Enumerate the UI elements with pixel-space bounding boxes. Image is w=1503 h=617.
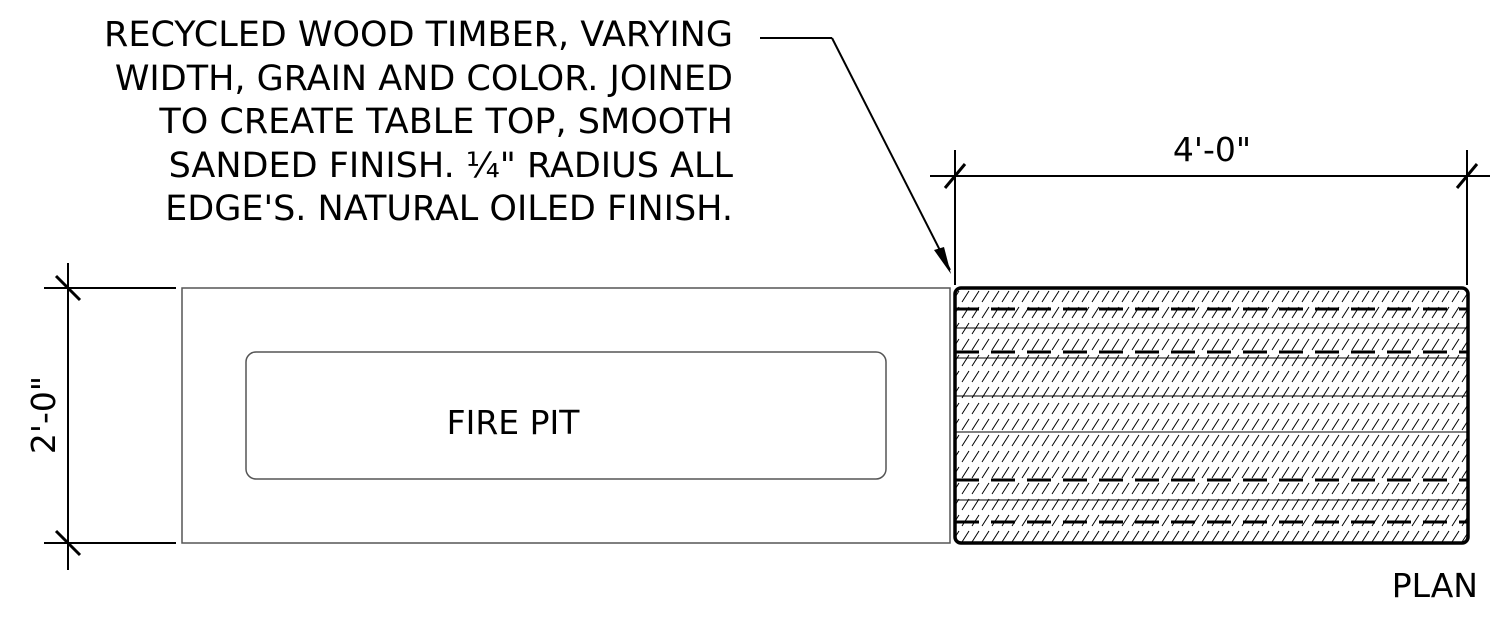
fire-pit-recess (245, 351, 887, 480)
fire-pit-base (181, 287, 951, 544)
width-tick-right (1455, 163, 1479, 189)
height-dimension-label: 2'-0" (24, 376, 63, 454)
height-dimension (44, 263, 176, 570)
callout-line: RECYCLED WOOD TIMBER, VARYING (104, 15, 733, 55)
callout-leader (760, 37, 951, 274)
leader-arrowhead (934, 247, 951, 274)
view-title: PLAN (1392, 566, 1478, 605)
callout-line: SANDED FINISH. ¼" RADIUS ALL (168, 145, 733, 186)
timber-table-top (953, 286, 1470, 545)
timber-hatch (955, 288, 1468, 543)
width-dimension (930, 150, 1490, 285)
callout-line: EDGE'S. NATURAL OILED FINISH. (165, 189, 733, 229)
callout-line: WIDTH, GRAIN AND COLOR. JOINED (114, 58, 733, 99)
material-callout-note: RECYCLED WOOD TIMBER, VARYING WIDTH, GRA… (104, 14, 733, 232)
height-tick-bottom (54, 529, 82, 557)
table-top-outline (953, 286, 1470, 545)
height-tick-top (54, 274, 82, 302)
width-tick-left (943, 163, 967, 189)
width-dimension-label: 4'-0" (1173, 130, 1251, 169)
callout-line: TO CREATE TABLE TOP, SMOOTH (159, 102, 733, 142)
fire-pit-label: FIRE PIT (447, 403, 581, 442)
